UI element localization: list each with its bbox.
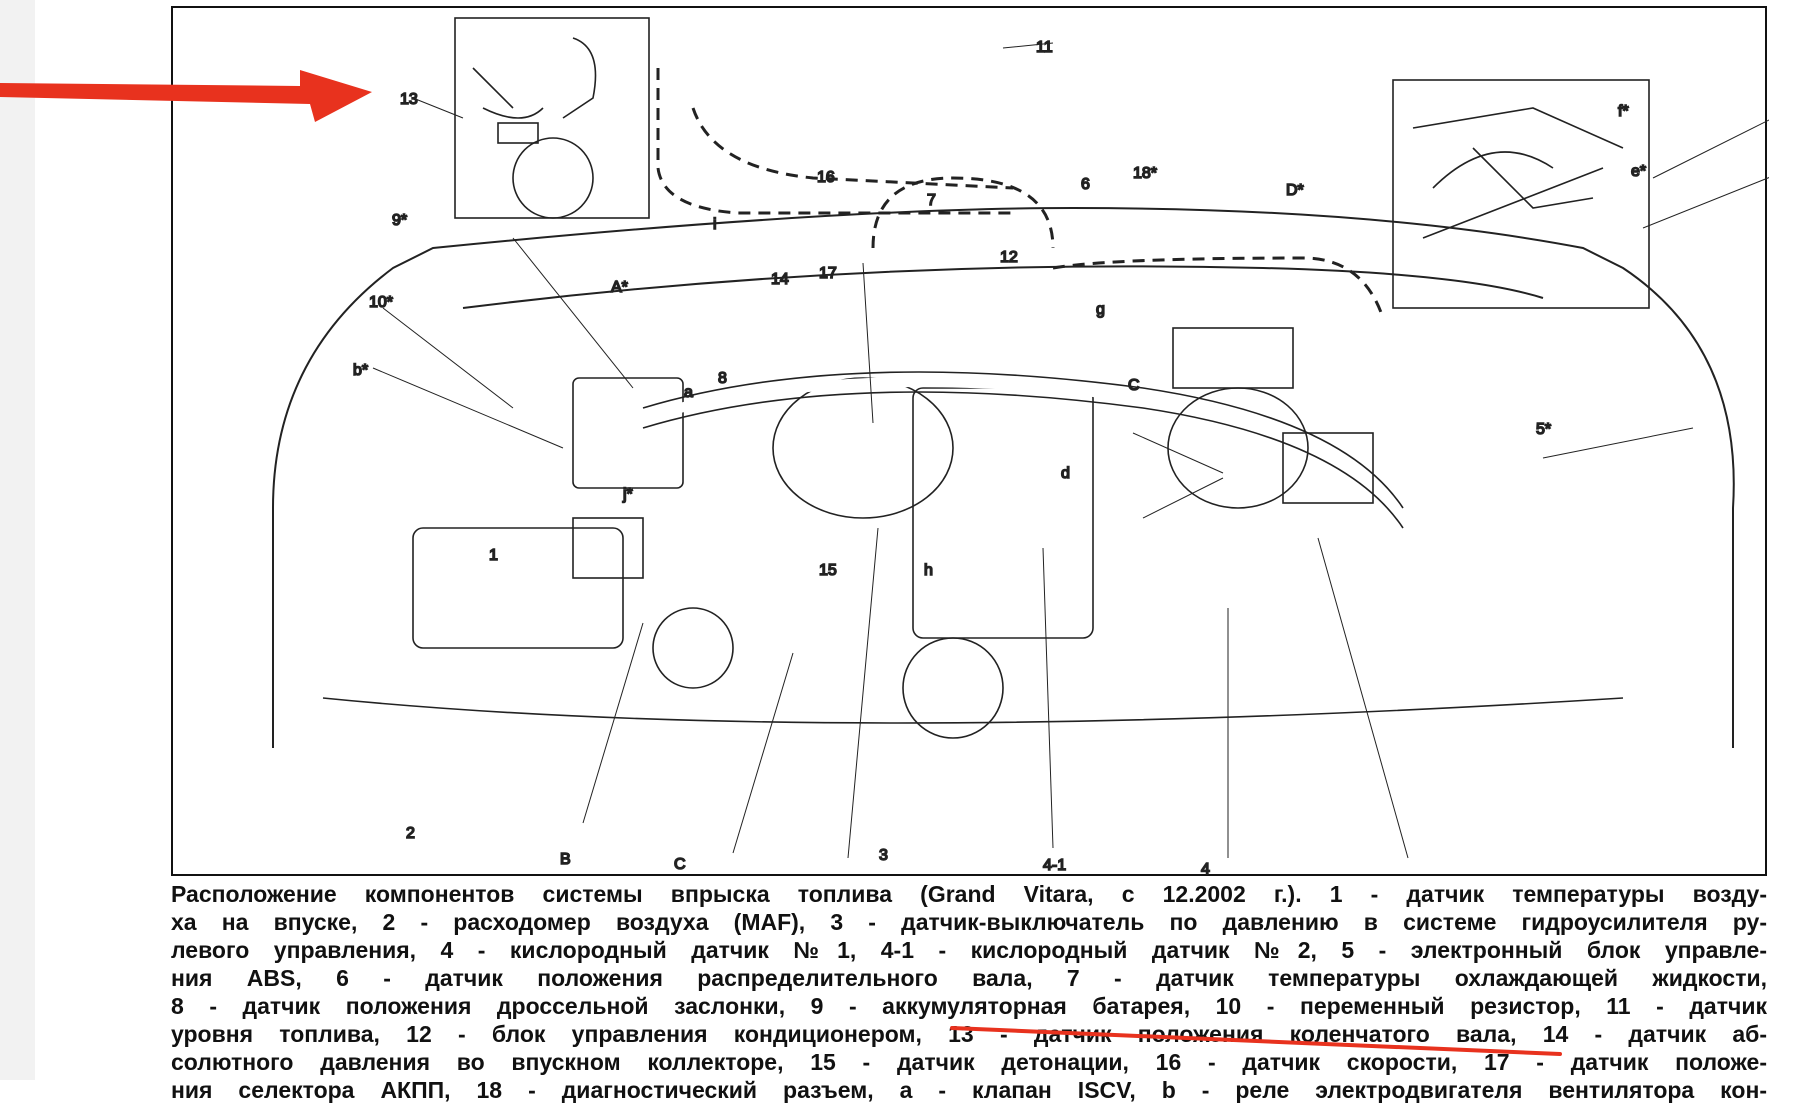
air-filter-sketch (412, 527, 624, 649)
page-margin-strip (0, 0, 35, 1080)
caption-line: ния ABS, 6 - датчик положения распредели… (171, 965, 1767, 991)
leader-lines (372, 42, 1769, 859)
bumper-line (322, 697, 1624, 724)
label-4: 4 (1201, 861, 1210, 878)
label-14: 14 (771, 271, 789, 288)
caption-line: солютного давления во впускном коллектор… (171, 1049, 1767, 1075)
label-13: 13 (400, 91, 418, 108)
intake-hose (642, 371, 1404, 529)
flywheel-sketch (512, 137, 594, 219)
figure-caption: Расположение компонентов системы впрыска… (171, 880, 1767, 1104)
caption-line: 8 - датчик положения дроссельной заслонк… (171, 993, 1767, 1019)
label-h: h (924, 562, 933, 579)
label-10: 10* (369, 294, 393, 311)
dashed-fuel-lines (656, 68, 1018, 215)
body-outline (272, 206, 1735, 748)
abs-unit-sketch (1282, 432, 1374, 504)
label-B: B (560, 851, 571, 868)
inset-crank-sensor (454, 17, 650, 219)
label-2: 2 (406, 825, 415, 842)
label-i: i (713, 216, 717, 233)
label-A: A* (611, 279, 628, 296)
maf-sketch (572, 517, 644, 579)
alternator-sketch (902, 637, 1004, 739)
label-d: d (1061, 465, 1070, 482)
dashed-harness (871, 176, 1385, 319)
caption-line: ния селектора АКПП, 18 - диагностический… (171, 1077, 1767, 1103)
caption-line: уровня топлива, 12 - блок управления кон… (171, 1021, 1767, 1047)
battery-sketch (572, 377, 684, 489)
label-17: 17 (819, 265, 837, 282)
label-1: 1 (489, 547, 498, 564)
label-j: j* (622, 486, 633, 503)
label-e: e* (1631, 163, 1646, 180)
inset-relay-box (1392, 79, 1650, 309)
label-6: 6 (1081, 176, 1090, 193)
intake-sketch (772, 377, 954, 519)
caption-line: левого управления, 4 - кислородный датчи… (171, 937, 1767, 963)
label-b: b* (353, 362, 368, 379)
sensor-13-sketch (497, 122, 539, 144)
engine-drawing: 13 11 16 7 6 18* D* f* e* 9* A* 14 17 12… (272, 17, 1769, 878)
label-C-bottom: C (674, 856, 686, 873)
label-g: g (1096, 301, 1105, 318)
label-a: a (684, 384, 693, 401)
hose-bg (641, 377, 1408, 521)
inset-relay-detail (1412, 107, 1624, 239)
brake-booster-sketch (1167, 387, 1309, 509)
label-3: 3 (879, 847, 888, 864)
caption-line: ха на впуске, 2 - расходомер воздуха (MA… (171, 909, 1767, 935)
caption-line: Расположение компонентов системы впрыска… (171, 881, 1767, 907)
label-12: 12 (1000, 249, 1018, 266)
label-C-top: C (1128, 377, 1140, 394)
label-f: f* (1618, 103, 1629, 120)
cowl-line (462, 265, 1544, 309)
label-7: 7 (927, 192, 936, 209)
label-18: 18* (1133, 165, 1157, 182)
label-4-1: 4-1 (1043, 857, 1066, 874)
engine-block-sketch (912, 387, 1094, 639)
label-5: 5* (1536, 421, 1551, 438)
engine-bay-diagram: 13 11 16 7 6 18* D* f* e* 9* A* 14 17 12… (171, 6, 1769, 878)
fuse-box-sketch (1172, 327, 1294, 389)
inset-detail (472, 37, 597, 119)
label-16: 16 (817, 169, 835, 186)
label-11: 11 (1036, 39, 1053, 56)
label-9: 9* (392, 212, 407, 229)
reservoir-sketch (652, 607, 734, 689)
label-8: 8 (718, 370, 727, 387)
label-15: 15 (819, 562, 837, 579)
label-D: D* (1286, 182, 1304, 199)
